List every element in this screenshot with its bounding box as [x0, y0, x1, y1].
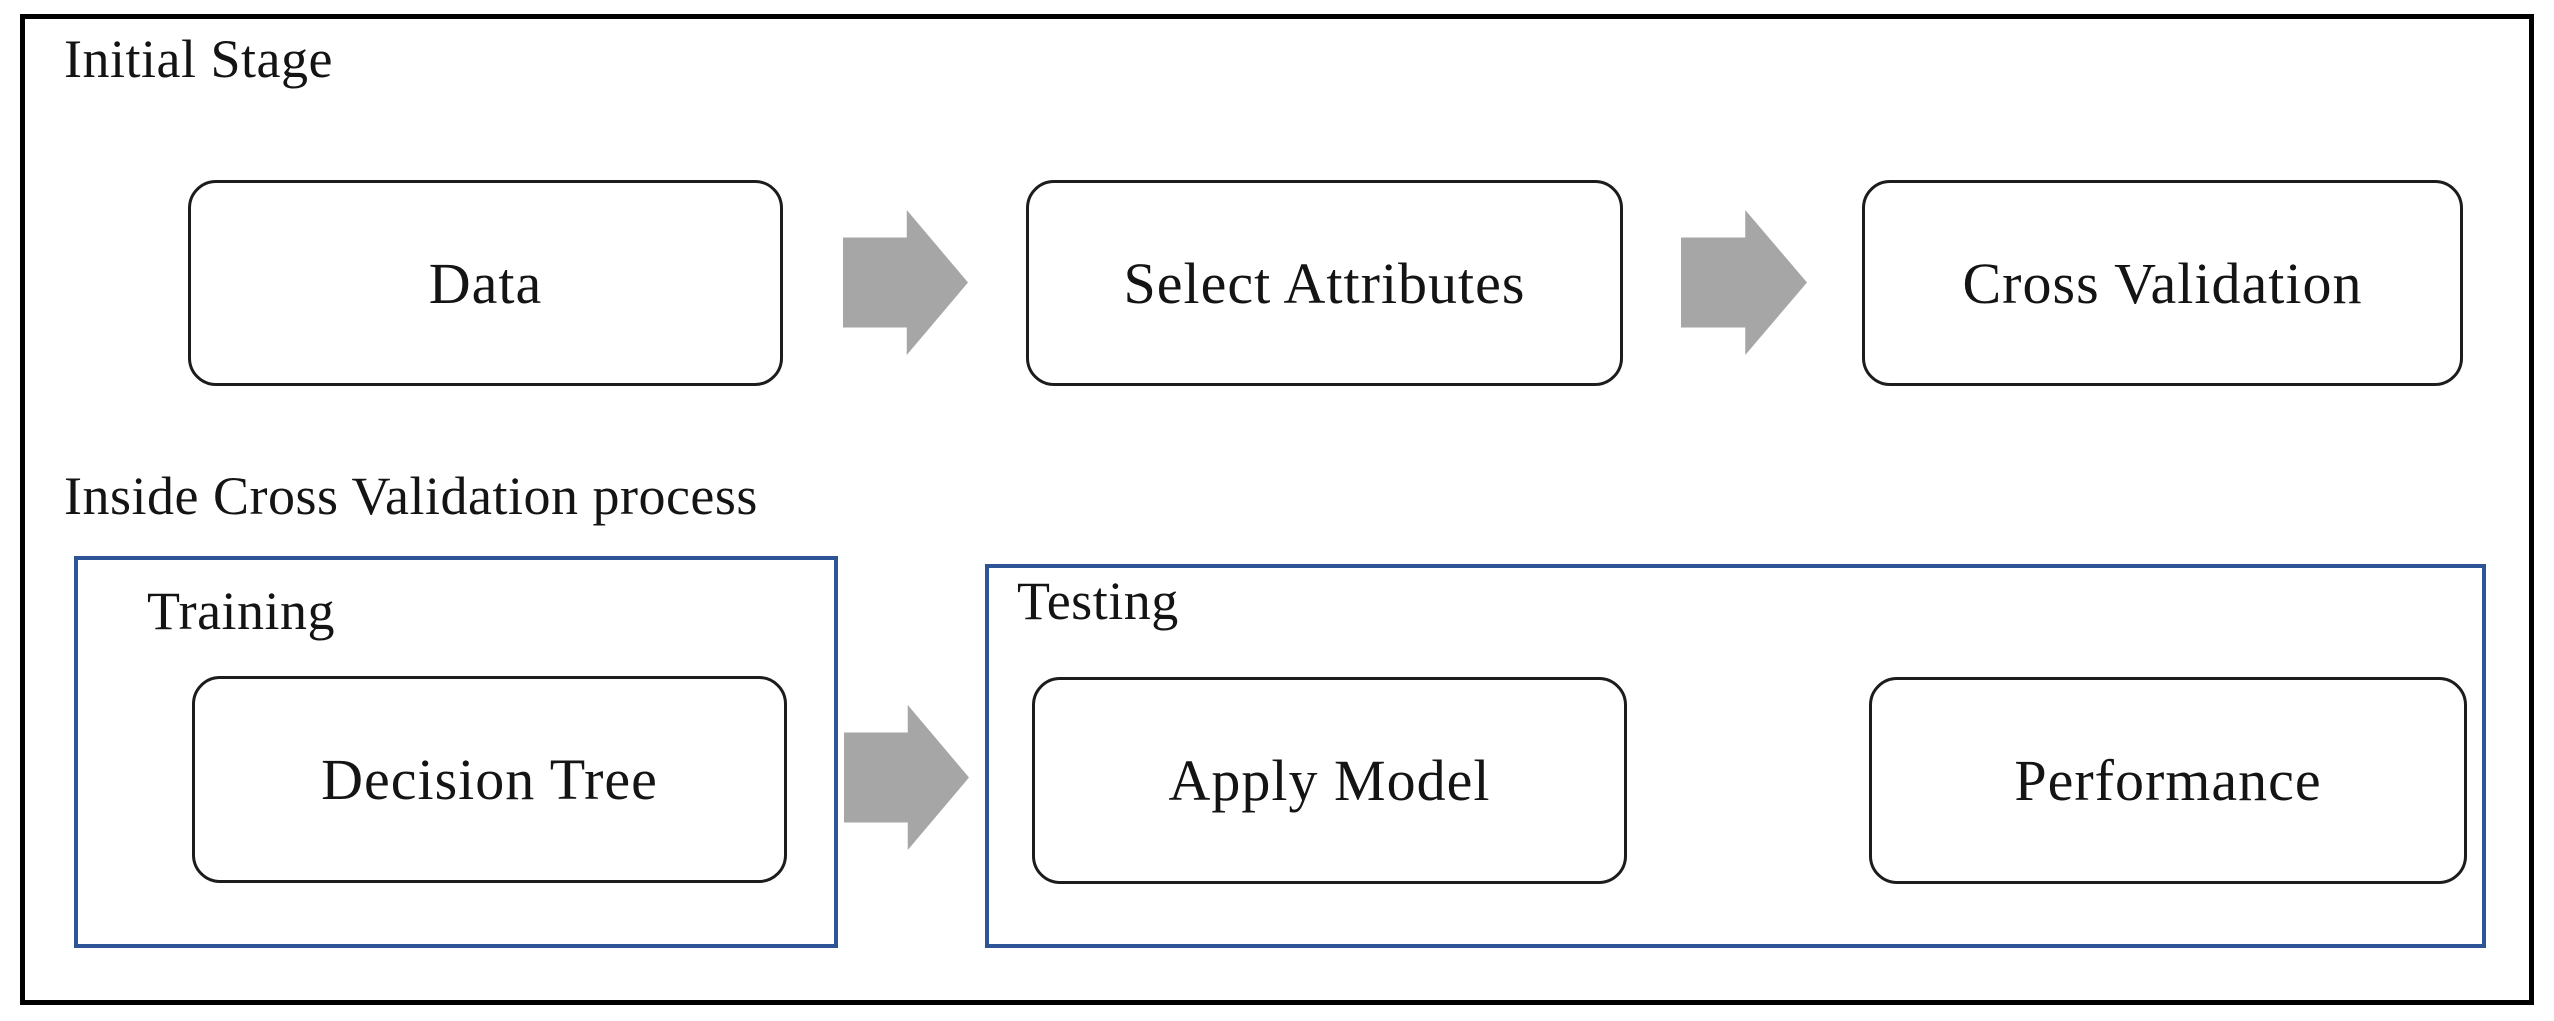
training-group-box: Training Decision Tree	[74, 556, 838, 948]
diagram-outer-frame	[20, 14, 2534, 1005]
node-select-attributes: Select Attributes	[1026, 180, 1623, 386]
node-apply-model: Apply Model	[1032, 677, 1627, 884]
node-data-label: Data	[428, 250, 543, 316]
node-cross-validation: Cross Validation	[1862, 180, 2463, 386]
inside-cross-validation-label: Inside Cross Validation process	[64, 466, 758, 526]
testing-group-label: Testing	[1017, 571, 1179, 631]
node-select-attributes-label: Select Attributes	[1123, 250, 1526, 316]
node-performance-label: Performance	[2014, 748, 2322, 813]
node-cross-validation-label: Cross Validation	[1962, 250, 2363, 316]
node-performance: Performance	[1869, 677, 2467, 884]
initial-stage-label: Initial Stage	[64, 29, 333, 89]
node-decision-tree: Decision Tree	[192, 676, 787, 883]
node-data: Data	[188, 180, 783, 386]
node-decision-tree-label: Decision Tree	[321, 747, 658, 812]
training-group-label: Training	[147, 581, 336, 641]
node-apply-model-label: Apply Model	[1168, 748, 1491, 813]
testing-group-box: Testing Apply Model Performance	[985, 564, 2486, 948]
